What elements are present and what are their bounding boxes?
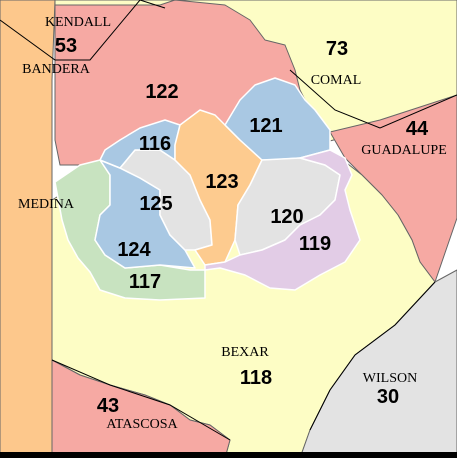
district-label-44: 44 bbox=[406, 118, 429, 140]
county-label-wilson: WILSON bbox=[363, 371, 417, 386]
district-label-125: 125 bbox=[139, 193, 172, 215]
map-bottom-border bbox=[0, 452, 457, 458]
county-label-guadalupe: GUADALUPE bbox=[361, 143, 447, 158]
district-label-43: 43 bbox=[97, 395, 119, 417]
district-label-119: 119 bbox=[299, 233, 331, 255]
county-line-guadalupe-north bbox=[379, 94, 457, 129]
county-label-comal: COMAL bbox=[311, 73, 362, 88]
county-line-kendall-bandera bbox=[0, 0, 141, 61]
district-label-117: 117 bbox=[129, 271, 161, 293]
district-label-124: 124 bbox=[117, 239, 151, 261]
county-label-bandera: BANDERA bbox=[22, 62, 91, 77]
county-label-atascosa: ATASCOSA bbox=[106, 417, 178, 432]
district-label-73: 73 bbox=[326, 38, 348, 60]
county-line-atascosa-bexar bbox=[51, 359, 231, 441]
district-label-118: 118 bbox=[240, 367, 272, 389]
county-line-wilson-bexar bbox=[309, 281, 436, 431]
district-label-116: 116 bbox=[139, 133, 171, 155]
district-label-121: 121 bbox=[249, 115, 282, 137]
county-label-medina: MEDINA bbox=[18, 197, 75, 212]
district-119-region bbox=[204, 149, 361, 291]
county-label-kendall: KENDALL bbox=[45, 15, 111, 30]
district-label-122: 122 bbox=[145, 81, 178, 103]
district-label-120: 120 bbox=[270, 206, 303, 228]
district-43-region bbox=[51, 359, 231, 458]
district-label-123: 123 bbox=[205, 171, 238, 193]
county-line-kendall-comal bbox=[139, 0, 166, 9]
district-label-30: 30 bbox=[377, 386, 399, 408]
district-label-53: 53 bbox=[55, 35, 77, 57]
county-label-bexar: BEXAR bbox=[221, 345, 269, 360]
county-line-comal-guadalupe bbox=[289, 69, 381, 129]
